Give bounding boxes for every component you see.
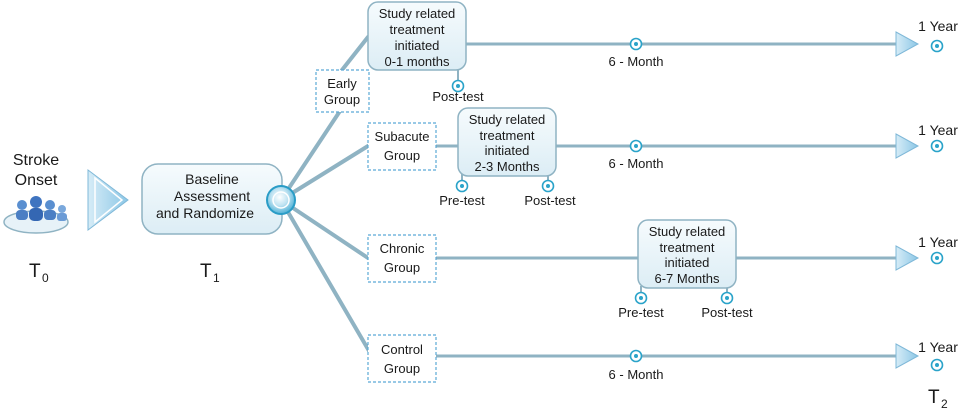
onset-arrow: [87, 169, 129, 231]
branch-early-upper: [340, 35, 370, 72]
node-control-1year: [930, 358, 944, 372]
treatment-box-chronic: [637, 219, 737, 289]
t2-subscript: 2: [941, 397, 948, 411]
node-chronic-pre: [634, 291, 648, 305]
pre-test-label-chronic: Pre-test: [618, 305, 664, 320]
baseline-line3: and Randomize: [156, 205, 254, 221]
chronic-group-line2: Group: [384, 260, 420, 275]
branch-early: [279, 106, 344, 202]
pre-test-label-subacute: Pre-test: [439, 193, 485, 208]
one-year-label-subacute: 1 Year: [918, 122, 958, 138]
branch-chronic: [279, 198, 370, 260]
baseline-line2: Assessment: [174, 188, 250, 204]
treatment-chronic-line4: 6-7 Months: [654, 271, 720, 286]
node-early-post: [451, 79, 465, 93]
early-group-box: [315, 69, 370, 113]
treatment-subacute-line2: treatment: [480, 128, 535, 143]
node-subacute-pre: [455, 179, 469, 193]
node-subacute-post: [541, 179, 555, 193]
six-month-label-subacute: 6 - Month: [609, 156, 664, 171]
control-group-line2: Group: [384, 361, 420, 376]
stroke-onset-icon: [3, 196, 69, 234]
timeline-arrows: [895, 31, 920, 369]
node-early-1year: [930, 39, 944, 53]
treatment-early-line3: initiated: [395, 38, 440, 53]
branch-control: [279, 198, 374, 358]
treatment-boxes: [367, 1, 737, 289]
t0-subscript: 0: [42, 271, 49, 285]
treatment-early-line1: Study related: [379, 6, 456, 21]
treatment-chronic-line1: Study related: [649, 224, 726, 239]
subacute-group-line1: Subacute: [375, 129, 430, 144]
early-group-line1: Early: [327, 76, 357, 91]
arrow-control: [895, 343, 920, 369]
t2-symbol: T: [928, 387, 940, 408]
early-group-line2: Group: [324, 92, 360, 107]
node-subacute-6month: [629, 139, 643, 153]
arrow-subacute: [895, 133, 920, 159]
treatment-box-early: [367, 1, 467, 71]
post-test-label-subacute: Post-test: [524, 193, 576, 208]
branch-subacute: [279, 144, 370, 202]
subacute-group-box: [367, 122, 437, 171]
time-label-t0: T 0: [29, 261, 49, 285]
treatment-subacute-line3: initiated: [485, 143, 530, 158]
stroke-onset-line2: Onset: [15, 172, 58, 189]
treatment-box-subacute: [457, 107, 557, 177]
chronic-group-box: [367, 234, 437, 283]
treatment-chronic-line2: treatment: [660, 240, 715, 255]
treatment-subacute-line1: Study related: [469, 112, 546, 127]
one-year-label-control: 1 Year: [918, 339, 958, 355]
treatment-early-line4: 0-1 months: [384, 54, 450, 69]
treatment-chronic-line3: initiated: [665, 255, 710, 270]
arrow-chronic: [895, 245, 920, 271]
milestone-nodes: [451, 37, 944, 372]
t1-symbol: T: [200, 261, 212, 282]
node-early-6month: [629, 37, 643, 51]
post-test-label-early: Post-test: [432, 89, 484, 104]
one-year-label-chronic: 1 Year: [918, 234, 958, 250]
time-label-t1: T 1: [200, 261, 220, 285]
subacute-group-line2: Group: [384, 148, 420, 163]
group-boxes: [315, 69, 437, 383]
hub-node-ring: [272, 191, 290, 209]
t1-subscript: 1: [213, 271, 220, 285]
post-test-label-chronic: Post-test: [701, 305, 753, 320]
six-month-label-early: 6 - Month: [609, 54, 664, 69]
one-year-label-early: 1 Year: [918, 18, 958, 34]
hub-node: [266, 185, 296, 215]
stroke-onset-line1: Stroke: [13, 152, 59, 169]
branch-lines: [279, 35, 374, 358]
timelines: [436, 42, 898, 358]
treatment-early-line2: treatment: [390, 22, 445, 37]
node-chronic-1year: [930, 251, 944, 265]
node-control-6month: [629, 349, 643, 363]
baseline-line1: Baseline: [185, 171, 239, 187]
chronic-group-line1: Chronic: [380, 241, 425, 256]
node-chronic-post: [720, 291, 734, 305]
t0-symbol: T: [29, 261, 41, 282]
control-group-box: [367, 334, 437, 383]
control-group-line1: Control: [381, 342, 423, 357]
arrow-early: [895, 31, 920, 57]
treatment-subacute-line4: 2-3 Months: [474, 159, 540, 174]
six-month-label-control: 6 - Month: [609, 367, 664, 382]
time-label-t2: T 2: [928, 387, 948, 411]
node-subacute-1year: [930, 139, 944, 153]
